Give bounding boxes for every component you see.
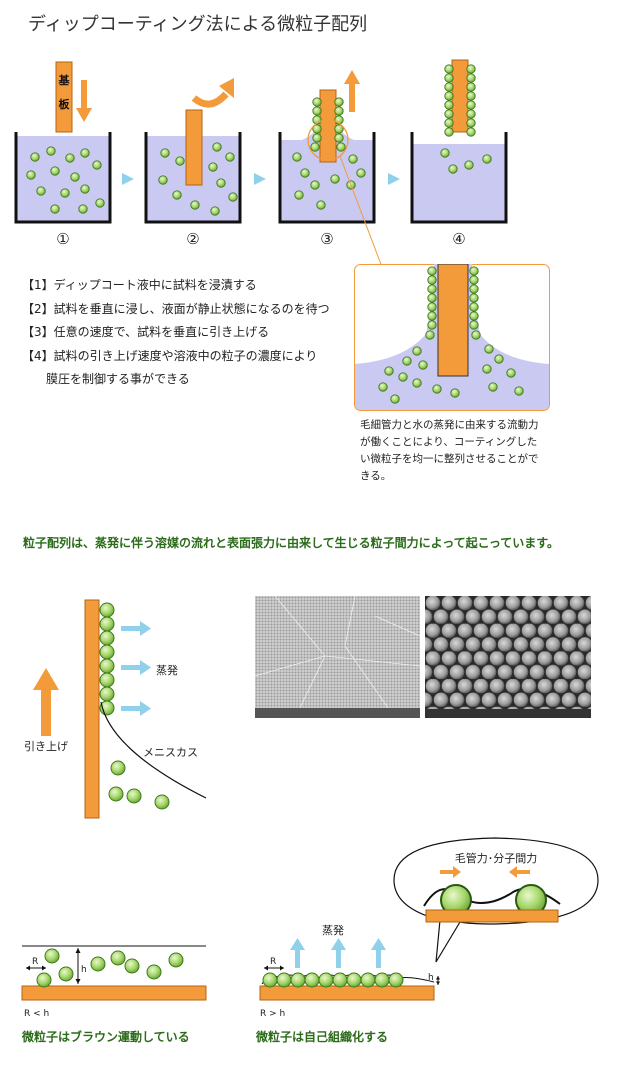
brownian-R-label: R [32,957,38,967]
zoom-caption-line: きる。 [360,470,392,482]
self-assembly-caption: 微粒子は自己組織化する [256,1030,389,1044]
step-item: 【4】試料の引き上げ速度や溶液中の粒子の濃度により [22,348,318,363]
zoom-circle [307,119,349,161]
h-dimension-arrow [75,948,81,984]
step-number-2: ② [186,230,199,248]
substrate-label-1: 基 [58,73,71,87]
rotate-arrow [191,78,234,108]
zoom-caption-line: が働くことにより、コーティングした [360,436,538,448]
dip-coating-steps-diagram: 基 板 [14,59,508,268]
next-arrow-1 [122,173,134,185]
next-arrow-2 [254,173,266,185]
step-item: 膜圧を制御する事ができる [46,372,190,386]
sem-image-high-magnification [425,596,591,718]
substrate-step3 [319,89,337,163]
headline: 粒子配列は、蒸発に伴う溶媒の流れと表面張力に由来して生じる粒子間力によって起こっ… [23,536,560,550]
assembly-mechanism-diagram: R h R < h R h R > h 蒸発 毛管力･分子 [21,837,599,1019]
zoom-leader-line [339,155,383,268]
self-R-dimension-arrow [264,965,284,971]
zoom-caption: 毛細管力と水の蒸発に由来する流動力 が働くことにより、コーティングした い微粒子… [360,417,560,485]
substrate-step2 [185,109,203,186]
brownian-substrate [21,985,207,1001]
meniscus-substrate [84,599,100,819]
step-item: 【2】試料を垂直に浸し、液面が静止状態になるのを待つ [22,301,330,316]
sem-image-low-magnification [255,596,420,718]
bubble-label: 毛管力･分子間力 [455,851,538,865]
self-assembly-substrate [259,985,435,1001]
step-item: 【3】任意の速度で、試料を垂直に引き上げる [22,325,270,339]
step-number-1: ① [56,230,69,248]
evaporation-label: 蒸発 [156,663,178,677]
step-number-4: ④ [452,230,465,248]
self-R-label: R [270,957,276,967]
next-arrow-3 [388,173,400,185]
brownian-particles [36,948,184,988]
step-4-beaker [410,132,508,224]
meniscus-curve [100,701,207,799]
self-evaporation-arrows [290,938,386,968]
step-number-3: ③ [320,230,333,248]
brownian-condition: R < h [24,1009,49,1019]
meniscus-coated-particles [99,602,115,716]
pull-up-arrow [33,668,59,736]
evaporation-arrows [121,621,151,716]
step-item: 【1】ディップコート液中に試料を浸漬する [22,278,257,292]
zoom-caption-line: い微粒子を均一に整列させることがで [360,453,539,465]
zoom-substrate [437,264,469,377]
self-evaporation-label: 蒸発 [322,923,344,937]
self-condition: R > h [260,1009,285,1019]
capillary-force-arrows [440,866,530,878]
self-h-label: h [428,973,434,983]
self-h-dimension-arrow [436,976,440,985]
substrate-step4 [451,59,469,133]
zoom-inset [354,264,550,411]
substrate-step1 [55,61,73,133]
page-title: ディップコーティング法による微粒子配列 [28,14,368,35]
meniscus-particles [108,760,170,810]
steps-list: 【1】ディップコート液中に試料を浸漬する 【2】試料を垂直に浸し、液面が静止状態… [22,274,352,392]
R-dimension-arrow [26,965,46,971]
down-arrow [76,80,92,122]
substrate-label-2: 板 [59,97,71,111]
meniscus-label: メニスカス [143,746,198,759]
zoom-caption-line: 毛細管力と水の蒸発に由来する流動力 [360,419,539,431]
meniscus-diagram: 蒸発 引き上げ メニスカス [24,599,207,819]
bubble-substrate [425,909,559,923]
brownian-caption: 微粒子はブラウン運動している [22,1030,190,1044]
up-arrow [344,70,360,112]
pull-label: 引き上げ [24,739,68,753]
brownian-h-label: h [81,965,87,975]
